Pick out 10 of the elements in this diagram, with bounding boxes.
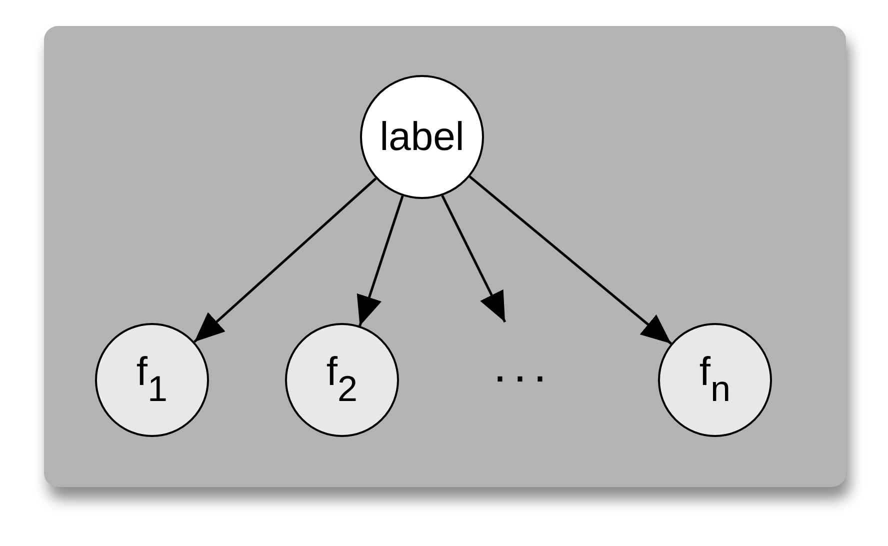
background-panel xyxy=(44,26,846,487)
arrow xyxy=(441,195,506,323)
node-label: f$_{n}$ xyxy=(699,352,731,408)
node-label: f$_{2}$ xyxy=(326,352,358,408)
ellipsis-text: ··· xyxy=(492,353,552,401)
arrow xyxy=(468,176,672,345)
arrow xyxy=(356,196,404,326)
node-label: label xyxy=(380,117,464,157)
arrow xyxy=(194,178,377,343)
node-label: f$_{1}$ xyxy=(136,352,168,408)
